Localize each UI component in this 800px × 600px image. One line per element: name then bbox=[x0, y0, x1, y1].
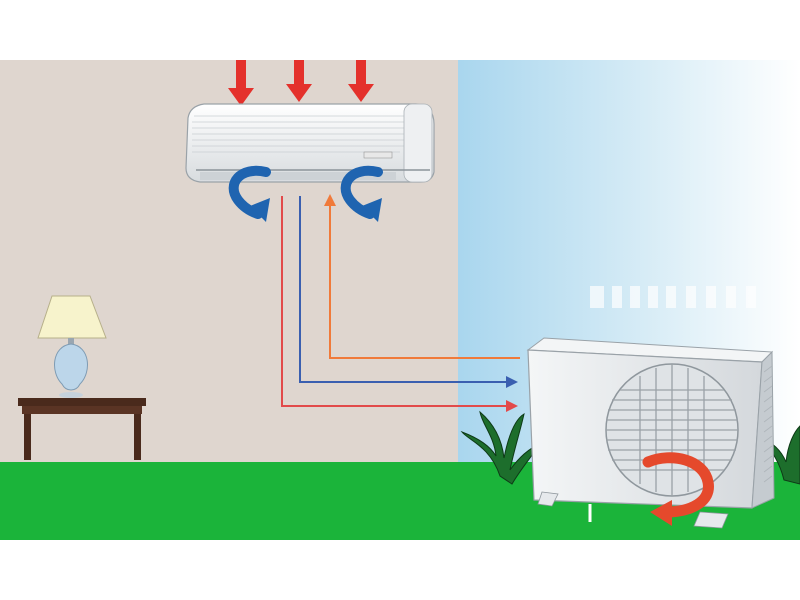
bottom-margin bbox=[0, 540, 800, 600]
lamp-icon bbox=[37, 295, 107, 339]
cool-air-swirl-icon bbox=[340, 165, 383, 222]
refrigerant-pipes bbox=[281, 194, 520, 412]
pipe-red bbox=[281, 196, 518, 412]
pipe-orange bbox=[324, 194, 520, 359]
warm-air-arrows bbox=[228, 60, 374, 106]
indoor-unit bbox=[185, 103, 435, 183]
side-table bbox=[18, 398, 146, 460]
hot-air-swirl-icon bbox=[642, 452, 714, 526]
lamp bbox=[37, 295, 107, 398]
top-margin bbox=[0, 0, 800, 60]
fan-grille-icon bbox=[605, 363, 739, 497]
cool-air-swirls bbox=[228, 165, 383, 222]
warm-air-arrow-icon bbox=[228, 60, 254, 106]
cool-air-swirl-icon bbox=[228, 165, 271, 222]
warm-air-arrow-icon bbox=[286, 60, 312, 102]
outdoor-unit bbox=[526, 337, 775, 529]
sky-streaks bbox=[590, 286, 756, 308]
warm-air-arrow-icon bbox=[348, 60, 374, 102]
pipe-blue bbox=[299, 196, 518, 388]
